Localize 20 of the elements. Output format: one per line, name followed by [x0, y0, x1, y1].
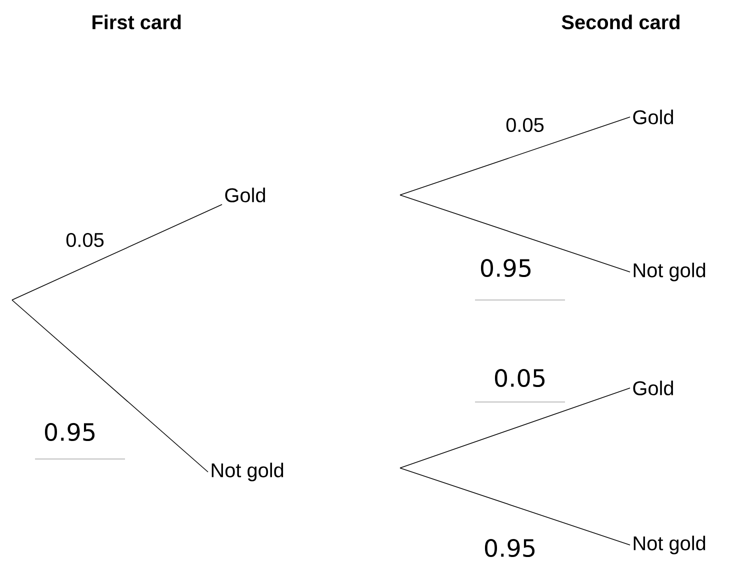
probability-label: 0.95	[484, 538, 535, 558]
probability-label: 0.05	[66, 232, 104, 248]
column-heading: Second card	[562, 14, 680, 30]
branch-label: Gold	[225, 188, 265, 202]
column-heading: First card	[92, 14, 181, 30]
branch-line	[400, 468, 630, 546]
probability-label: 0.05	[494, 368, 545, 388]
branch-line	[400, 116, 630, 196]
probability-label: 0.95	[44, 422, 95, 442]
branch-line	[12, 300, 208, 472]
branch-label: Not gold	[634, 536, 706, 554]
branch-line	[12, 204, 222, 300]
probability-label: 0.95	[480, 258, 531, 278]
probability-label: 0.05	[506, 118, 544, 132]
branch-label: Not gold	[634, 262, 706, 282]
branch-label: Gold	[633, 380, 673, 396]
branch-line	[400, 194, 630, 272]
branch-line	[400, 388, 630, 468]
branch-label: Not gold	[212, 462, 284, 482]
branch-label: Gold	[633, 110, 673, 124]
